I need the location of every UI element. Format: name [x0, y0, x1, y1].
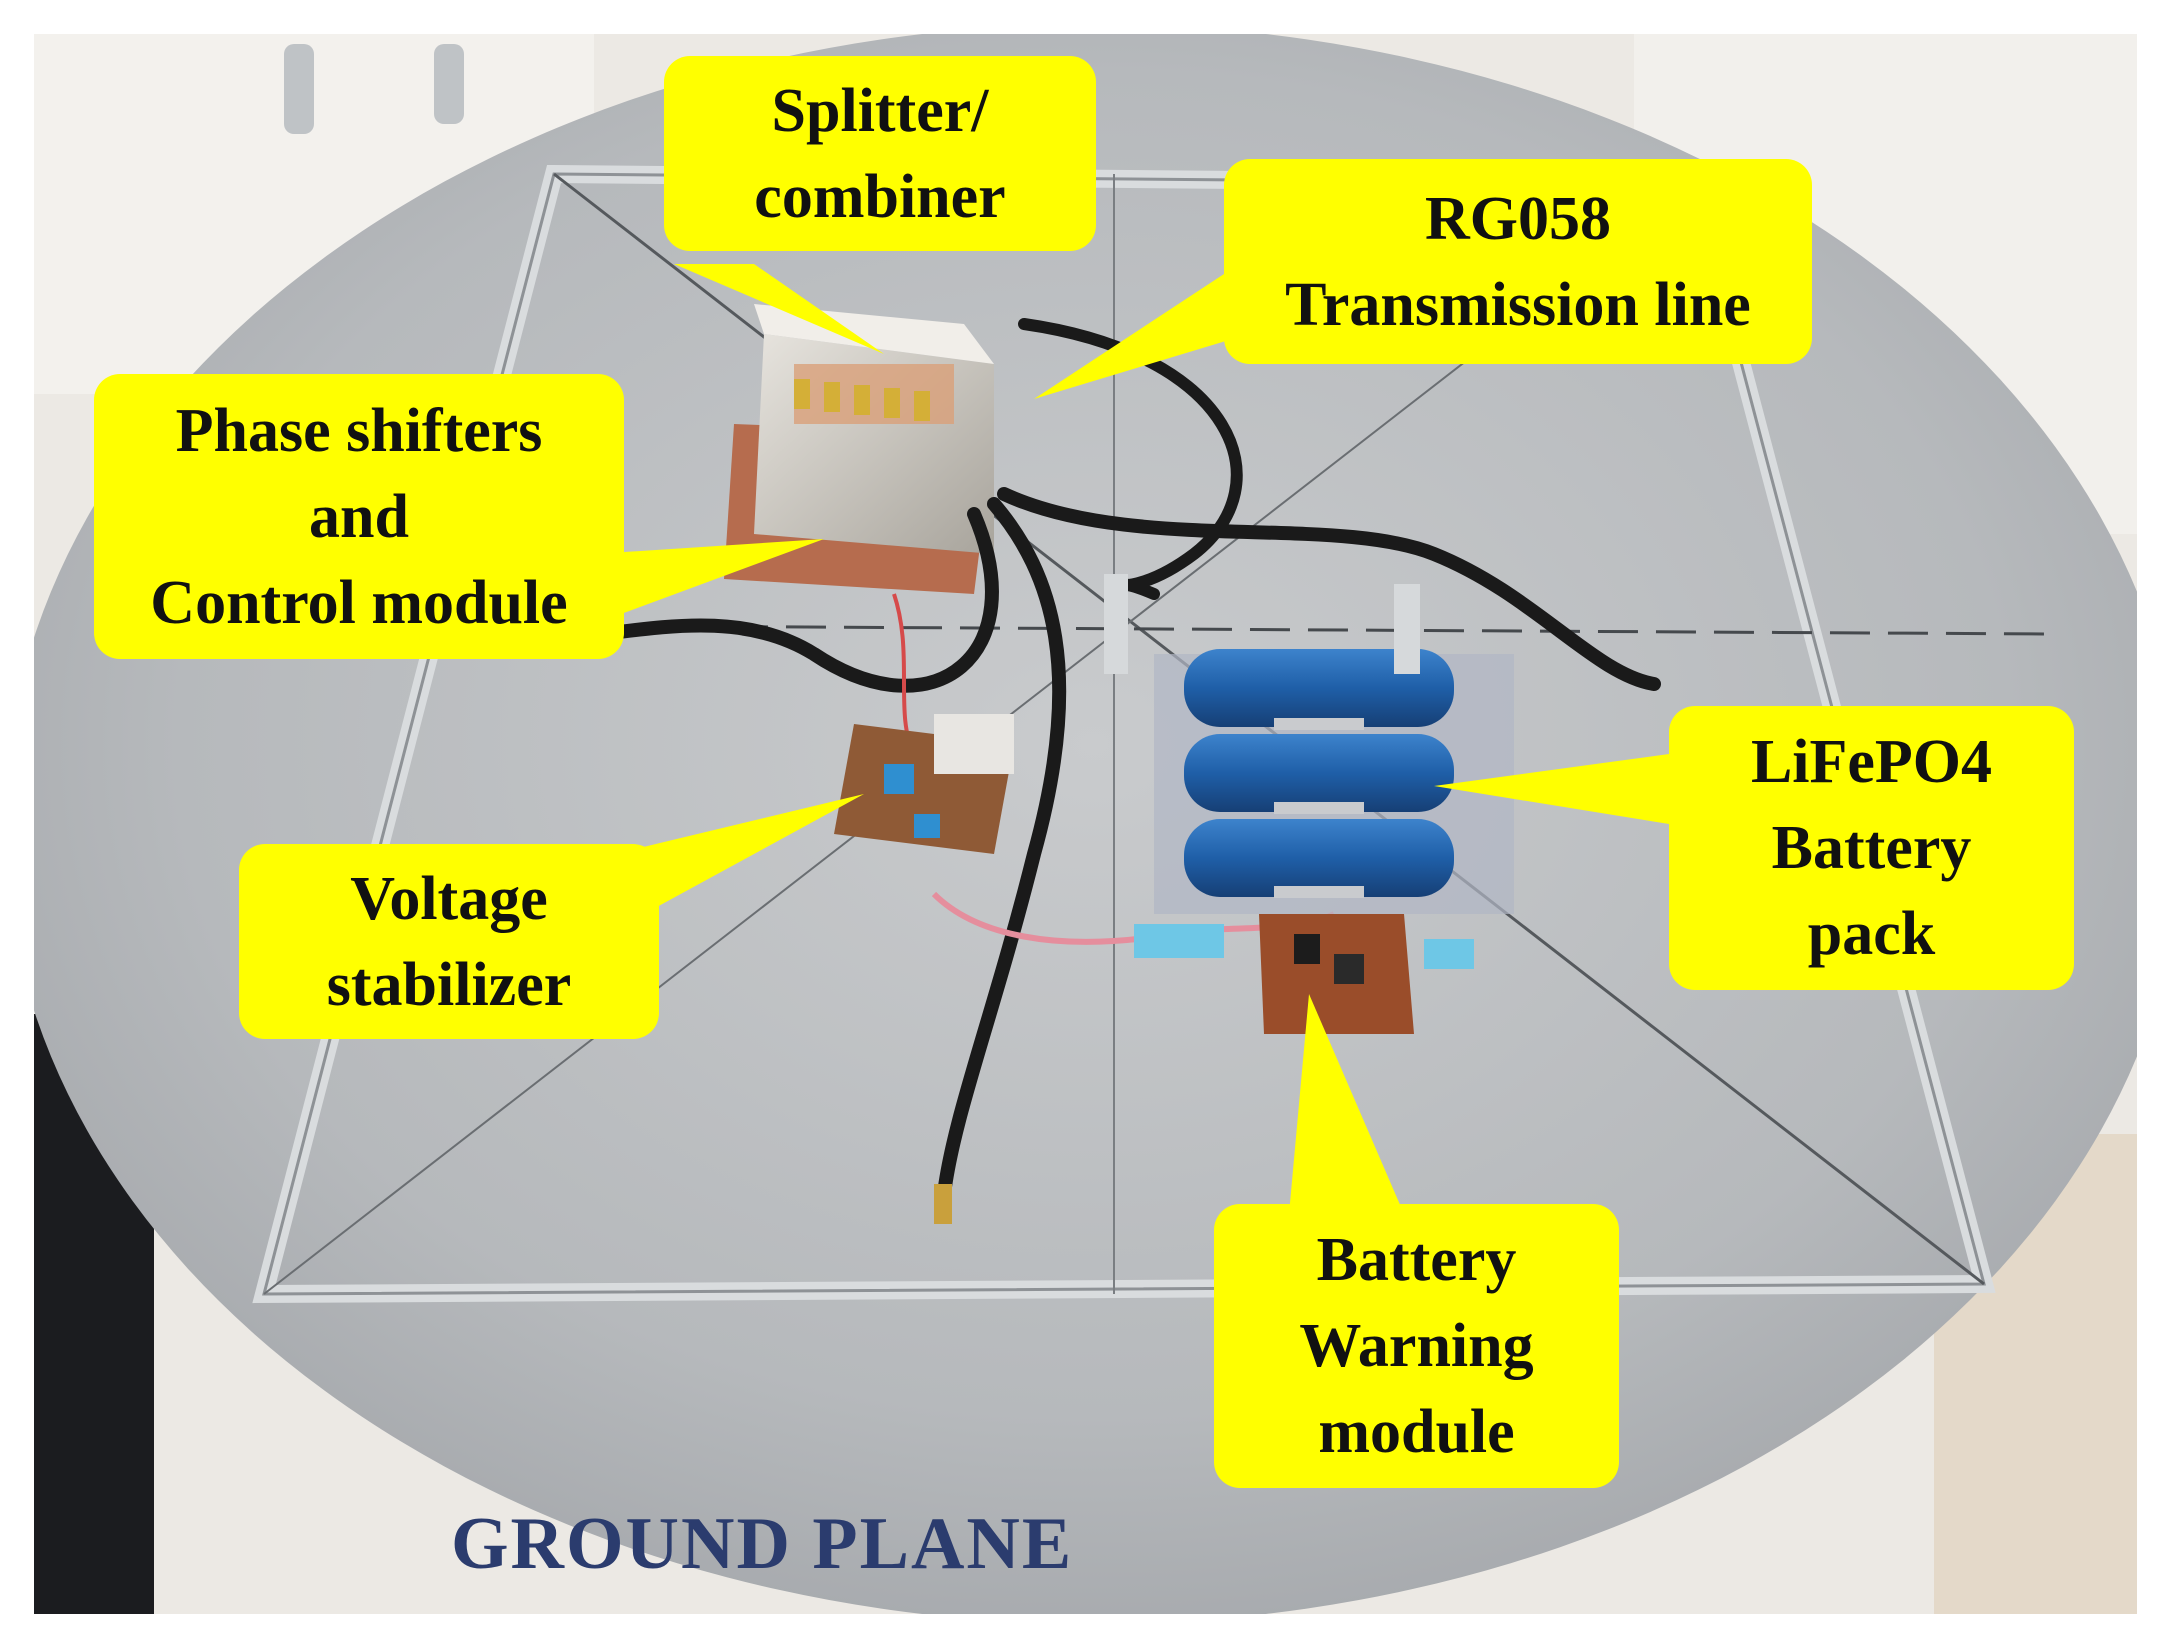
ground-plane-label: GROUND PLANE [451, 1503, 1074, 1585]
callout-line: module [1318, 1398, 1515, 1466]
callout-line: combiner [754, 162, 1006, 231]
pointer-warning [1289, 994, 1404, 1214]
pointer-phase [594, 539, 824, 624]
pointer-voltage [614, 794, 864, 914]
battery-cell-3 [1184, 819, 1454, 897]
callout-line: Battery [1316, 1226, 1517, 1294]
callout-line: RG058 [1425, 184, 1611, 253]
callout-line: Transmission line [1285, 270, 1751, 339]
callout-line: Splitter/ [771, 76, 989, 145]
callout-line: pack [1807, 900, 1936, 968]
callout-line: and [309, 482, 409, 551]
cable-2 [937, 497, 1067, 1201]
callout-line: Warning [1299, 1312, 1534, 1380]
cable-1 [547, 507, 999, 693]
cabinet-handle-2 [434, 44, 464, 124]
battery-cell-1 [1184, 649, 1454, 727]
cabinet-handle-1 [284, 44, 314, 134]
pointer-splitter [674, 264, 884, 354]
callout-battery-warning-module: Battery Warning module [1214, 1204, 1619, 1488]
callout-line: Control module [150, 568, 568, 637]
callout-splitter-combiner: Splitter/ combiner [664, 56, 1096, 251]
callout-phase-shifters: Phase shifters and Control module [94, 374, 624, 659]
callout-voltage-stabilizer: Voltage stabilizer [239, 844, 659, 1039]
callout-line: LiFePO4 [1750, 728, 1993, 796]
callout-rg058-transmission-line: RG058 Transmission line [1224, 159, 1812, 364]
callout-lifepo4-battery-pack: LiFePO4 Battery pack [1669, 706, 2074, 990]
pointer-transmission [1034, 274, 1249, 399]
callout-line: stabilizer [326, 950, 572, 1019]
battery-cell-2 [1184, 734, 1454, 812]
callout-line: Battery [1771, 814, 1972, 882]
photo: Splitter/ combiner RG058 Transmission li… [34, 34, 2137, 1614]
callout-line: Phase shifters [175, 396, 543, 465]
cable-4 [997, 487, 1661, 691]
pointer-battery-pack [1434, 754, 1669, 824]
callout-line: Voltage [350, 864, 548, 933]
